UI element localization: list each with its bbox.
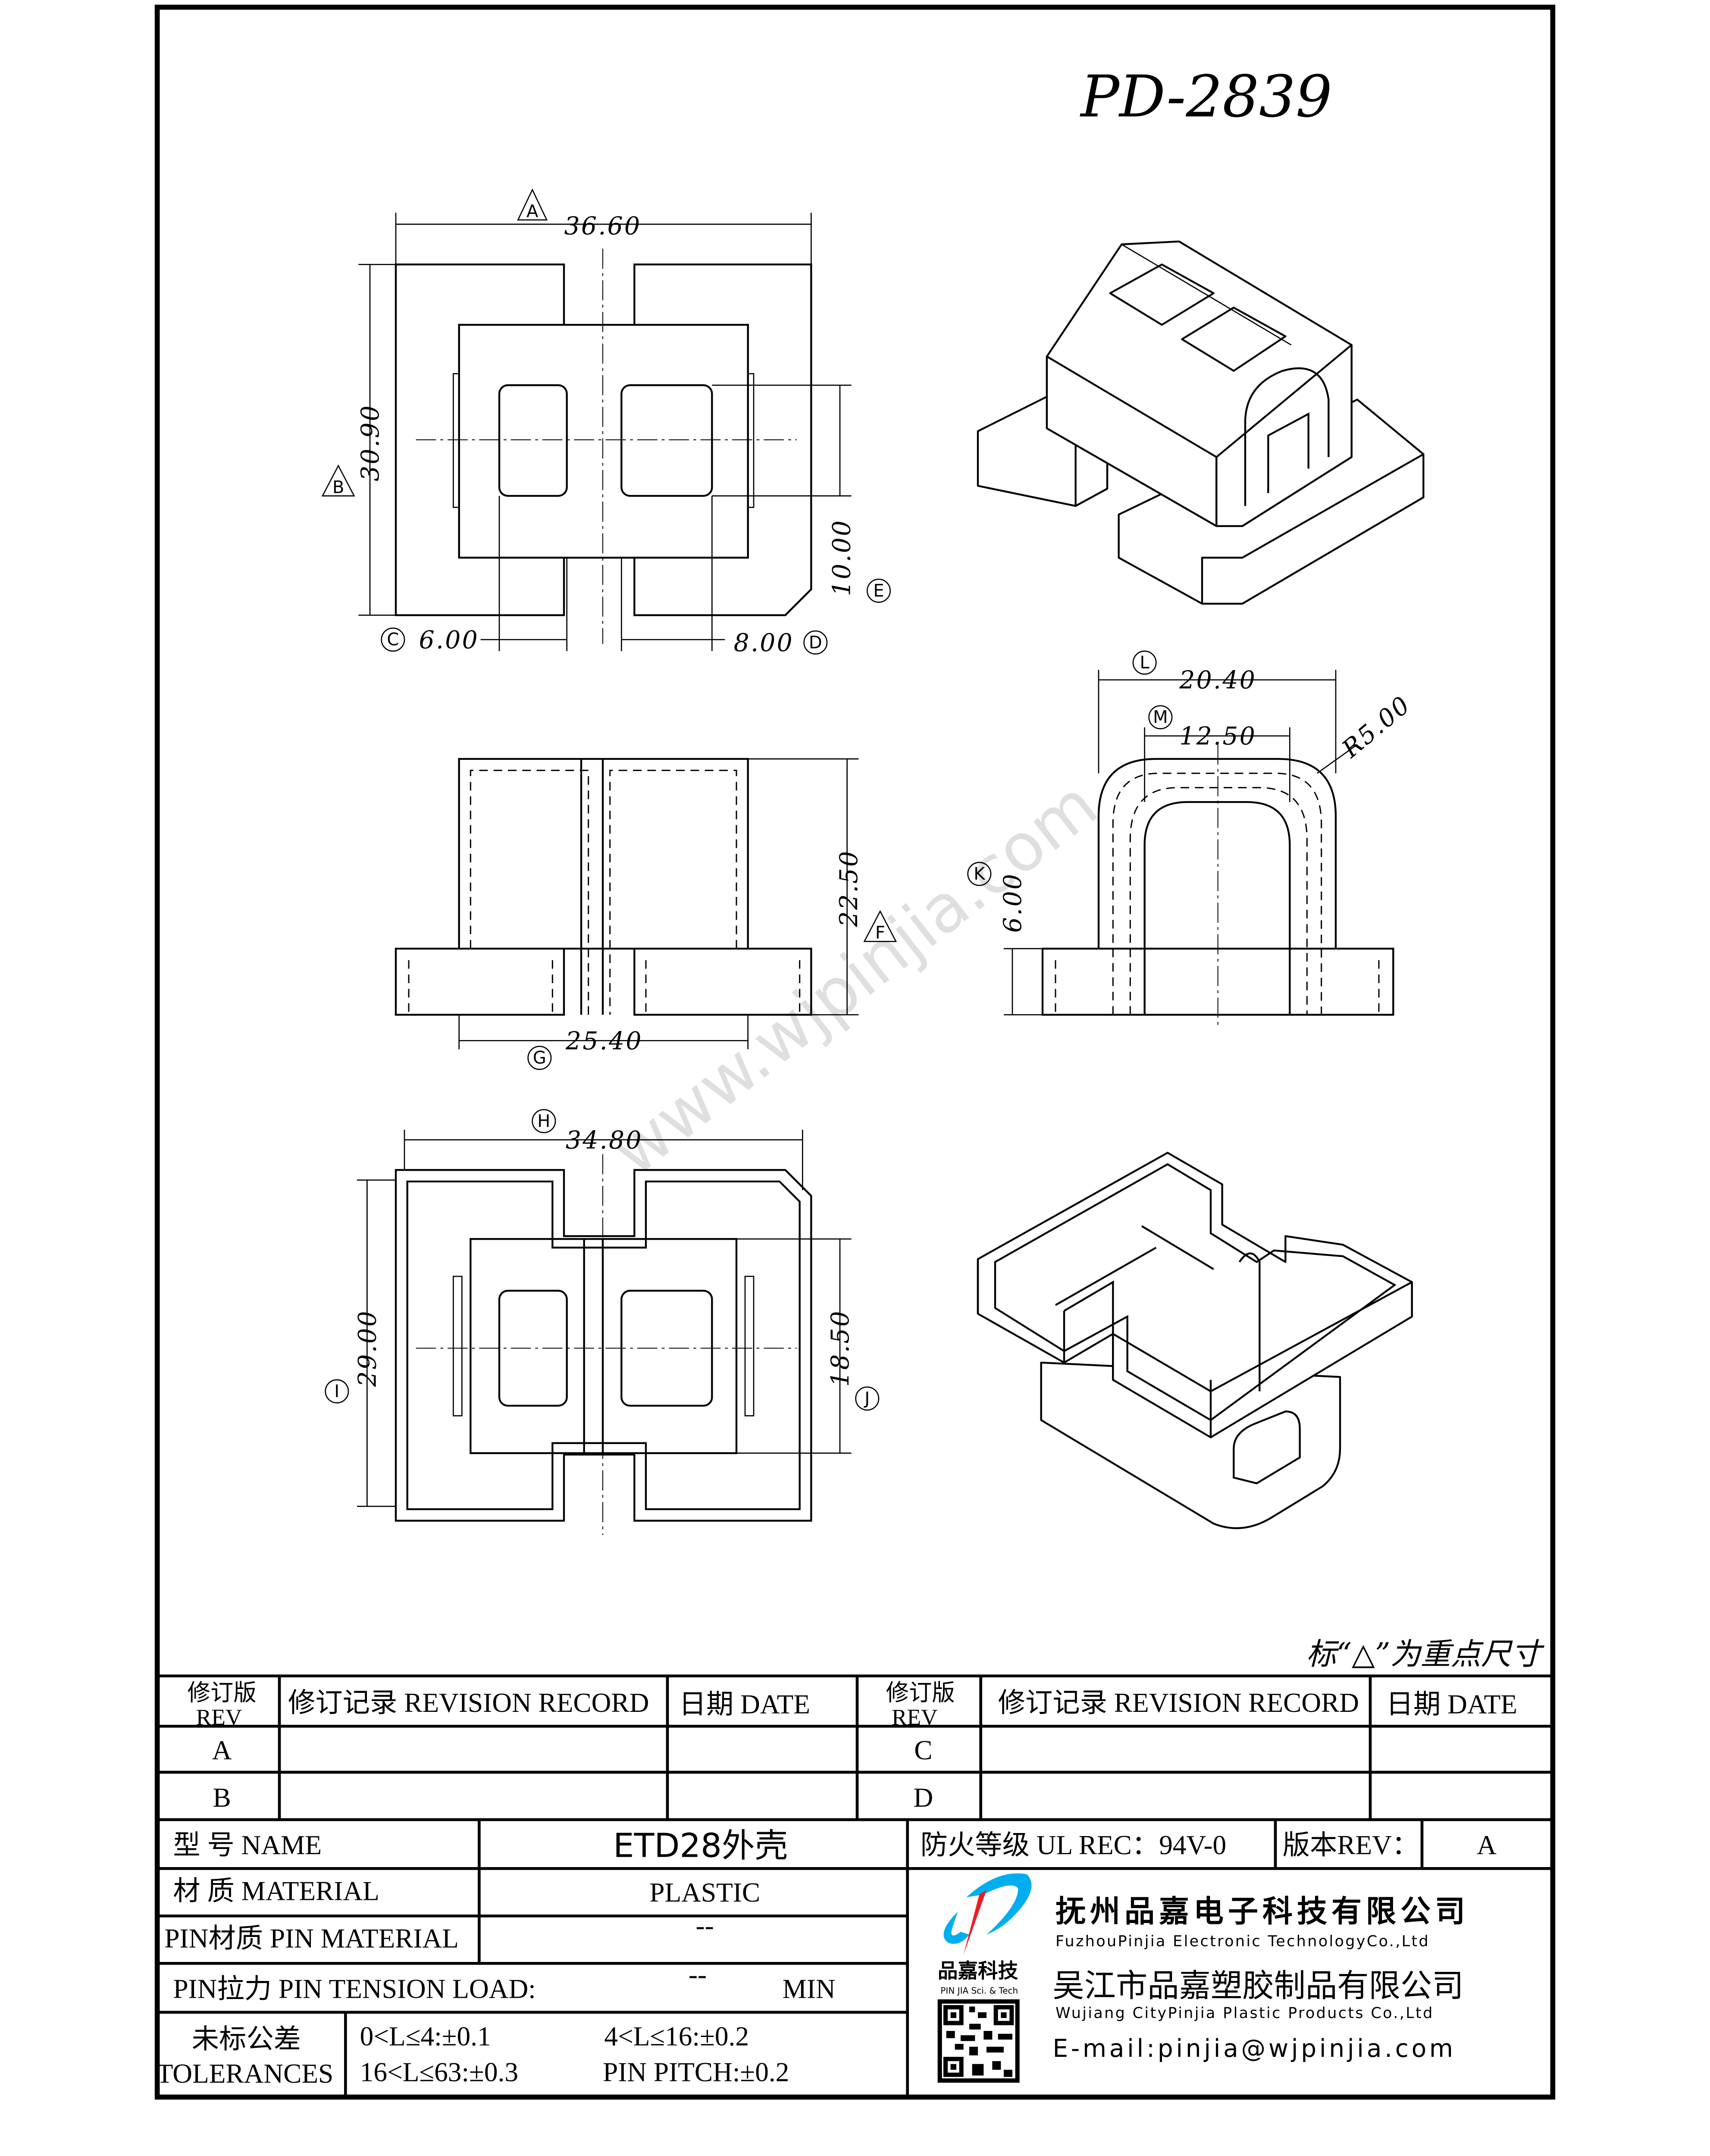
dim-front-outer: 20.40	[1179, 666, 1256, 695]
dim-bottom-height: 29.00	[353, 1310, 382, 1387]
material-label: 材 质 MATERIAL	[173, 1876, 379, 1906]
tolerance-2: 4<L≤16:±0.2	[604, 2021, 749, 2051]
dim-window-height: 10.00	[827, 519, 856, 596]
rev-a: A	[212, 1735, 232, 1765]
rev-record-header: 修订记录 REVISION RECORD	[288, 1688, 649, 1718]
isometric-view-bottom	[977, 1152, 1413, 1529]
part-number: PD-2839	[1079, 63, 1332, 130]
version-value: A	[1477, 1830, 1497, 1860]
dim-bottom-inner: 18.50	[826, 1310, 855, 1387]
rev-date-header: 日期 DATE	[679, 1689, 810, 1719]
company-logo: 品嘉科技 PIN JIA Sci. & Tech	[938, 1873, 1032, 1996]
company1-cn: 抚州品嘉电子科技有限公司	[1055, 1894, 1469, 1929]
title-block: 修订版 REV 修订记录 REVISION RECORD 日期 DATE 修订版…	[157, 1674, 1553, 2097]
pin-tension-value: --	[689, 1959, 707, 1990]
tag-h: H	[537, 1111, 550, 1131]
sheet-border	[154, 4, 1556, 2100]
tag-f: F	[875, 923, 885, 943]
company1-en: FuzhouPinjia Electronic TechnologyCo.,Lt…	[1055, 1933, 1430, 1950]
company2-cn: 吴江市品嘉塑胶制品有限公司	[1052, 1968, 1463, 2004]
rev-header-cn: 修订版	[188, 1680, 257, 1705]
side-view: 22.50 F 25.40 G	[395, 758, 897, 1070]
drawing-sheet: PD-2839 www.wjpinjia.com 36.60 A 30.90 B…	[150, 0, 1560, 2104]
top-view: 36.60 A 30.90 B 10.00 E 6.00 C 8.00 D	[321, 188, 891, 657]
rev-c: C	[914, 1735, 932, 1765]
dim-top-width: 36.60	[564, 212, 642, 240]
tolerance-4: PIN PITCH:±0.2	[603, 2057, 789, 2087]
tag-k: K	[974, 864, 986, 884]
bottom-view: 34.80 H 29.00 I 18.50 J	[325, 1109, 880, 1535]
qr-code	[937, 1999, 1020, 2083]
dim-left-window: 6.00	[419, 626, 479, 654]
tag-c: C	[387, 630, 399, 650]
tolerances-label-cn: 未标公差	[192, 2024, 301, 2054]
dim-front-inner: 12.50	[1179, 722, 1256, 751]
tag-l: L	[1140, 653, 1150, 673]
tolerance-3: 16<L≤63:±0.3	[360, 2057, 518, 2087]
isometric-view-top	[977, 240, 1425, 605]
dim-side-body: 25.40	[565, 1027, 643, 1055]
version-label: 版本REV：	[1283, 1830, 1419, 1860]
pin-tension-unit: MIN	[783, 1974, 836, 2004]
dim-front-base: 6.00	[999, 873, 1027, 933]
tolerances-label-en: TOLERANCES	[157, 2059, 334, 2089]
company2-en: Wujiang CityPinjia Plastic Products Co.,…	[1055, 2005, 1434, 2022]
dim-side-height: 22.50	[835, 850, 863, 928]
rev-date-header-right: 日期 DATE	[1386, 1689, 1517, 1719]
tag-g: G	[533, 1048, 546, 1068]
fire-rating: 防火等级 UL REC：94V-0	[921, 1830, 1227, 1860]
tag-b: B	[332, 477, 344, 497]
dim-top-height: 30.90	[356, 404, 385, 481]
rev-record-header-right: 修订记录 REVISION RECORD	[998, 1688, 1359, 1718]
tag-i: I	[334, 1382, 339, 1401]
tag-j: J	[863, 1389, 870, 1409]
company-email: E-mail:pinjia@wjpinjia.com	[1052, 2034, 1456, 2063]
key-dimension-note: 标“△”为重点尺寸	[1306, 1636, 1544, 1672]
rev-d: D	[913, 1783, 933, 1813]
tag-a: A	[526, 201, 539, 221]
tag-m: M	[1153, 708, 1168, 727]
material-value: PLASTIC	[649, 1877, 760, 1908]
pin-material-label: PIN材质 PIN MATERIAL	[164, 1924, 459, 1954]
logo-text-en: PIN JIA Sci. & Tech	[940, 1985, 1018, 1996]
dim-right-window: 8.00	[734, 629, 794, 657]
tag-e: E	[873, 581, 884, 601]
rev-b: B	[213, 1783, 231, 1813]
tolerance-1: 0<L≤4:±0.1	[360, 2021, 491, 2051]
tag-d: D	[809, 633, 822, 652]
rev-header-en-right: REV	[892, 1704, 938, 1730]
pin-material-value: --	[696, 1911, 714, 1941]
name-label: 型 号 NAME	[173, 1830, 322, 1860]
rev-header-cn-right: 修订版	[886, 1680, 955, 1705]
pin-tension-label: PIN拉力 PIN TENSION LOAD:	[173, 1974, 536, 2004]
dim-bottom-width: 34.80	[566, 1126, 643, 1154]
name-value: ETD28外壳	[613, 1827, 788, 1865]
rev-header-en: REV	[196, 1704, 242, 1730]
logo-text-cn: 品嘉科技	[938, 1960, 1018, 1983]
